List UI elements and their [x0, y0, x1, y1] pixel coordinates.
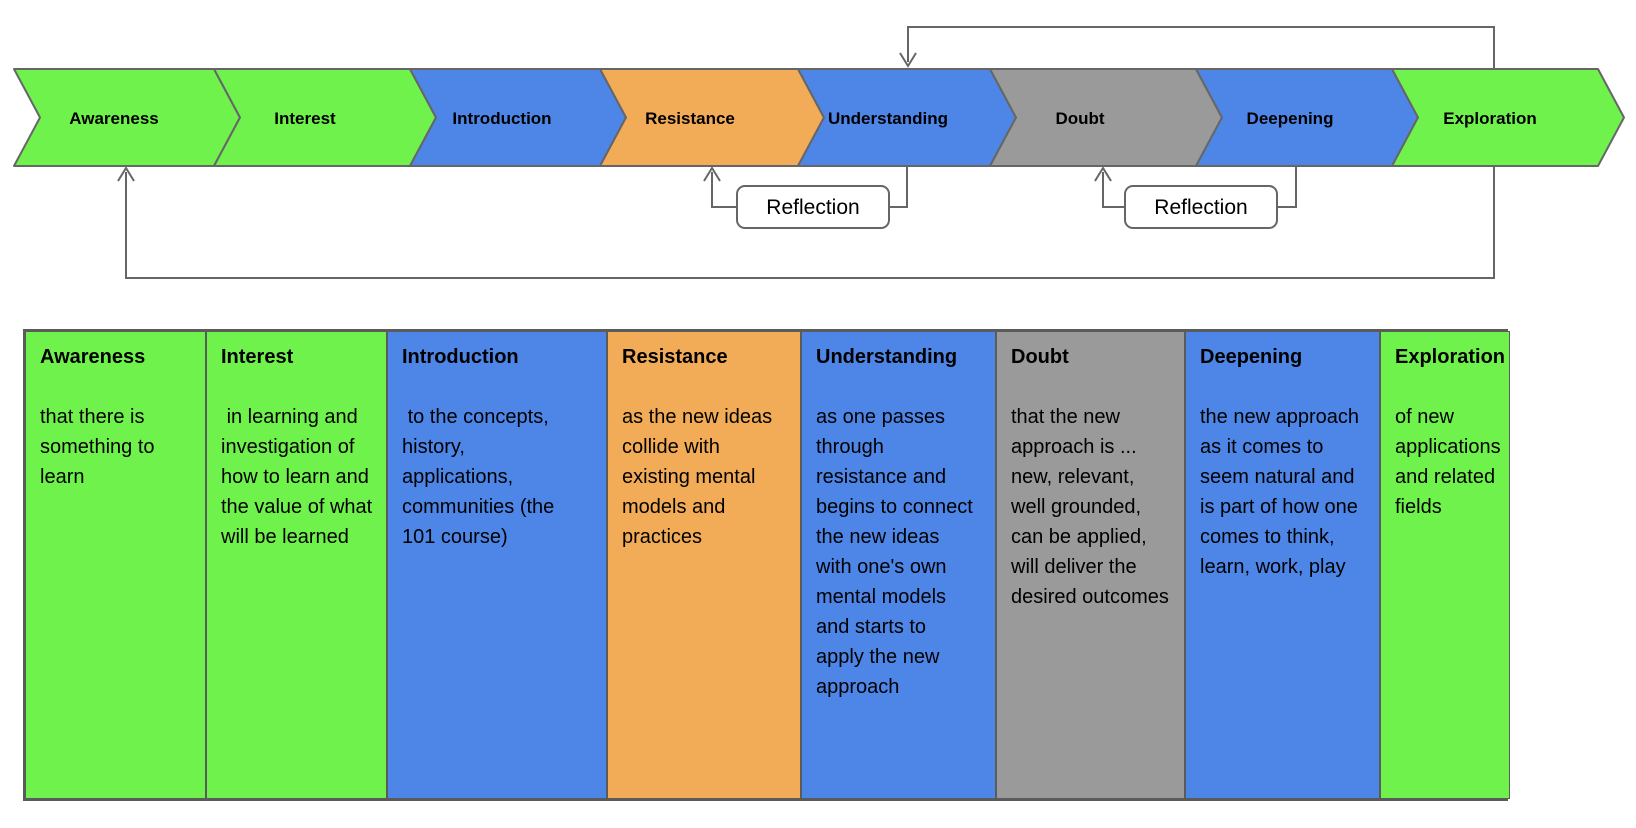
stage-header: Awareness — [40, 346, 146, 368]
stage-description: of new applications and related fields — [1395, 406, 1507, 518]
stage-description: to the concepts, history, applications, … — [402, 406, 560, 548]
chevron-label-deepening: Deepening — [1247, 109, 1334, 128]
stage-description: that there is something to learn — [40, 406, 161, 488]
stage-column-exploration: Exploration of new applications and rela… — [1380, 331, 1510, 799]
chevron-shape-exploration — [1391, 68, 1625, 167]
reflection-box-2: Reflection — [1124, 185, 1278, 229]
stage-column-awareness: Awareness that there is something to lea… — [25, 331, 206, 799]
connector-reflection-to-doubt — [1102, 172, 1125, 208]
stage-column-doubt: Doubt that the new approach is ... new, … — [996, 331, 1185, 799]
arrow-up-into-resistance-icon — [703, 166, 721, 182]
stage-header: Deepening — [1200, 346, 1303, 368]
stage-description: the new approach as it comes to seem nat… — [1200, 406, 1365, 578]
feedback-line-exploration-to-awareness — [125, 167, 1495, 279]
stage-description: as one passes through resistance and beg… — [816, 406, 979, 698]
stage-header: Resistance — [622, 346, 728, 368]
process-flow-svg: Awareness Interest Introduction Resistan… — [13, 26, 1625, 279]
chevron-introduction: Introduction — [409, 68, 627, 167]
stage-column-deepening: Deepening the new approach as it comes t… — [1185, 331, 1380, 799]
stage-description: that the new approach is ... new, releva… — [1011, 406, 1169, 608]
chevron-label-exploration: Exploration — [1443, 109, 1537, 128]
chevron-label-resistance: Resistance — [645, 109, 735, 128]
stage-description: as the new ideas collide with existing m… — [622, 406, 778, 548]
arrow-down-into-understanding-icon — [899, 52, 917, 68]
chevron-label-understanding: Understanding — [828, 109, 948, 128]
stage-description: in learning and investigation of how to … — [221, 406, 378, 548]
connector-deepening-to-reflection — [1277, 167, 1297, 208]
chevron-exploration: Exploration — [1391, 68, 1625, 167]
chevron-deepening: Deepening — [1195, 68, 1419, 167]
stage-header: Exploration — [1395, 346, 1506, 368]
chevron-resistance: Resistance — [599, 68, 825, 167]
stage-column-resistance: Resistance as the new ideas collide with… — [607, 331, 801, 799]
stage-header: Introduction — [402, 346, 519, 368]
connector-reflection-to-resistance — [711, 172, 737, 208]
reflection-box-2-shape — [1124, 185, 1278, 229]
stage-header: Doubt — [1011, 346, 1069, 368]
stage-description-table: Awareness that there is something to lea… — [23, 329, 1510, 801]
chevron-understanding: Understanding — [797, 68, 1017, 167]
chevron-interest: Interest — [213, 68, 437, 167]
stage-column-understanding: Understanding as one passes through resi… — [801, 331, 996, 799]
chevron-doubt: Doubt — [989, 68, 1223, 167]
connector-understanding-to-reflection — [889, 167, 908, 208]
chevron-label-interest: Interest — [274, 109, 336, 128]
arrow-up-into-awareness-icon — [117, 166, 135, 182]
chevron-label-doubt: Doubt — [1055, 109, 1104, 128]
feedback-line-exploration-to-understanding — [907, 26, 1495, 68]
stage-column-introduction: Introduction to the concepts, history, a… — [387, 331, 607, 799]
arrow-up-into-doubt-icon — [1094, 166, 1112, 182]
chevron-shape-doubt — [989, 68, 1223, 167]
chevron-label-introduction: Introduction — [452, 109, 551, 128]
chevron-awareness: Awareness — [13, 68, 241, 167]
reflection-box-1: Reflection — [736, 185, 890, 229]
reflection-box-1-shape — [736, 185, 890, 229]
stage-column-interest: Interest in learning and investigation o… — [206, 331, 387, 799]
stage-header: Understanding — [816, 346, 958, 368]
stage-header: Interest — [221, 346, 294, 368]
reflection-box-1-label: Reflection — [766, 196, 859, 219]
chevron-label-awareness: Awareness — [69, 109, 158, 128]
reflection-box-2-label: Reflection — [1154, 196, 1247, 219]
